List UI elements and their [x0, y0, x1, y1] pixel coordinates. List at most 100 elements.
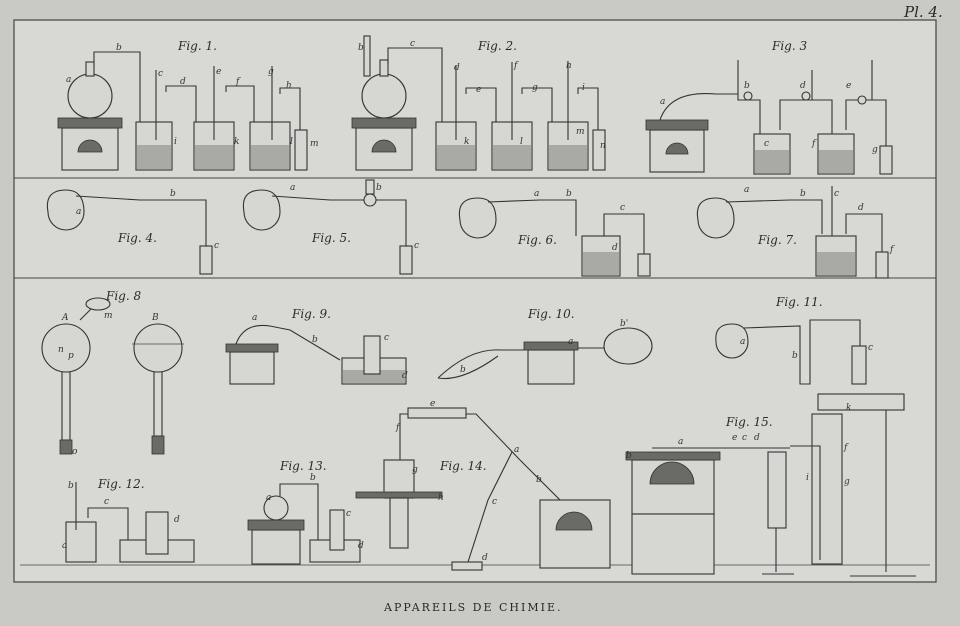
svg-text:g: g	[532, 83, 538, 93]
svg-text:b: b	[358, 43, 364, 53]
svg-text:f: f	[235, 77, 241, 87]
svg-text:a: a	[744, 185, 749, 195]
figure-1: Fig. 1. a b c d e f g h i k l m	[57, 39, 319, 171]
svg-text:l: l	[520, 137, 523, 147]
svg-text:a: a	[266, 493, 271, 503]
svg-text:b: b	[792, 351, 798, 361]
svg-text:f: f	[395, 423, 401, 433]
svg-text:e: e	[216, 67, 221, 77]
svg-text:a: a	[62, 541, 67, 551]
figure-label: Fig. 14.	[439, 459, 487, 473]
svg-text:c: c	[214, 241, 219, 251]
svg-text:b: b	[566, 189, 572, 199]
svg-text:l: l	[290, 137, 293, 147]
svg-text:c: c	[620, 203, 625, 213]
svg-text:b: b	[460, 365, 466, 375]
svg-text:k: k	[234, 137, 239, 147]
figure-label: Fig. 12.	[97, 477, 145, 491]
svg-text:d: d	[402, 371, 408, 381]
svg-text:a: a	[76, 207, 81, 217]
figure-12: Fig. 12. bc da	[62, 477, 195, 563]
svg-text:e: e	[430, 399, 435, 409]
figure-9: Fig. 9. a b c d	[225, 307, 408, 385]
svg-text:n: n	[600, 141, 606, 151]
svg-text:m: m	[104, 311, 113, 321]
svg-text:g: g	[268, 67, 274, 77]
figure-label: Fig. 1.	[177, 39, 217, 53]
svg-text:a: a	[290, 183, 295, 193]
svg-text:m: m	[310, 139, 319, 149]
svg-text:k: k	[464, 137, 469, 147]
svg-text:c: c	[868, 343, 873, 353]
svg-text:d: d	[482, 553, 488, 563]
svg-text:f: f	[889, 245, 895, 255]
figure-label: Fig. 2.	[477, 39, 517, 53]
svg-text:e: e	[476, 85, 481, 95]
figure-label: Fig. 3	[771, 39, 807, 53]
svg-text:d: d	[358, 541, 364, 551]
svg-text:b: b	[626, 451, 632, 461]
svg-text:a: a	[66, 75, 71, 85]
figure-label: Fig. 15.	[725, 415, 773, 429]
svg-text:i: i	[174, 137, 177, 147]
figure-label: Fig. 11.	[775, 295, 823, 309]
svg-text:i: i	[582, 83, 585, 93]
svg-text:c: c	[158, 69, 163, 79]
svg-text:c: c	[414, 241, 419, 251]
svg-text:f: f	[843, 443, 849, 453]
svg-text:a: a	[568, 337, 573, 347]
svg-text:m: m	[576, 127, 585, 137]
svg-text:e: e	[846, 81, 851, 91]
plate-caption: APPAREILS DE CHIMIE.	[383, 601, 563, 614]
figure-4: Fig. 4. a b c	[46, 189, 219, 275]
svg-text:b: b	[310, 473, 316, 483]
svg-text:b: b	[536, 475, 542, 485]
svg-text:h: h	[438, 493, 444, 503]
figure-14: Fig. 14. ef gh ab cd	[355, 399, 611, 571]
svg-text:a: a	[678, 437, 683, 447]
figure-11: Fig. 11. a b c	[715, 295, 873, 385]
svg-text:g: g	[412, 465, 418, 475]
svg-text:a: a	[534, 189, 539, 199]
svg-text:b: b	[744, 81, 750, 91]
svg-text:g: g	[872, 145, 878, 155]
svg-text:b: b	[170, 189, 176, 199]
svg-text:d: d	[454, 63, 460, 73]
svg-text:a: a	[740, 337, 745, 347]
figure-label: Fig. 9.	[291, 307, 331, 321]
svg-text:a: a	[514, 445, 519, 455]
svg-text:d: d	[800, 81, 806, 91]
figure-label: Fig. 10.	[527, 307, 575, 321]
svg-text:b: b	[800, 189, 806, 199]
figure-label: Fig. 4.	[117, 231, 157, 245]
svg-text:k: k	[846, 403, 851, 413]
svg-text:d: d	[174, 515, 180, 525]
svg-text:a: a	[252, 313, 257, 323]
svg-text:B: B	[151, 313, 159, 323]
svg-text:i: i	[806, 473, 809, 483]
flask-a	[67, 73, 113, 119]
figure-label: Fig. 7.	[757, 233, 797, 247]
figure-label: Fig. 5.	[311, 231, 351, 245]
svg-text:h: h	[566, 61, 572, 71]
svg-text:c: c	[384, 333, 389, 343]
delivery-tube-b	[93, 51, 141, 138]
svg-text:b': b'	[620, 319, 628, 329]
svg-text:d: d	[858, 203, 864, 213]
svg-text:b: b	[116, 43, 122, 53]
svg-text:d: d	[180, 77, 186, 87]
svg-text:b: b	[312, 335, 318, 345]
svg-text:d: d	[612, 243, 618, 253]
figure-label: Fig. 13.	[279, 459, 327, 473]
svg-text:p: p	[68, 351, 74, 361]
svg-text:n: n	[58, 345, 64, 355]
svg-text:c: c	[742, 433, 747, 443]
plate-number: Pl. 4.	[903, 3, 943, 21]
svg-text:h: h	[286, 81, 292, 91]
svg-text:c: c	[834, 189, 839, 199]
